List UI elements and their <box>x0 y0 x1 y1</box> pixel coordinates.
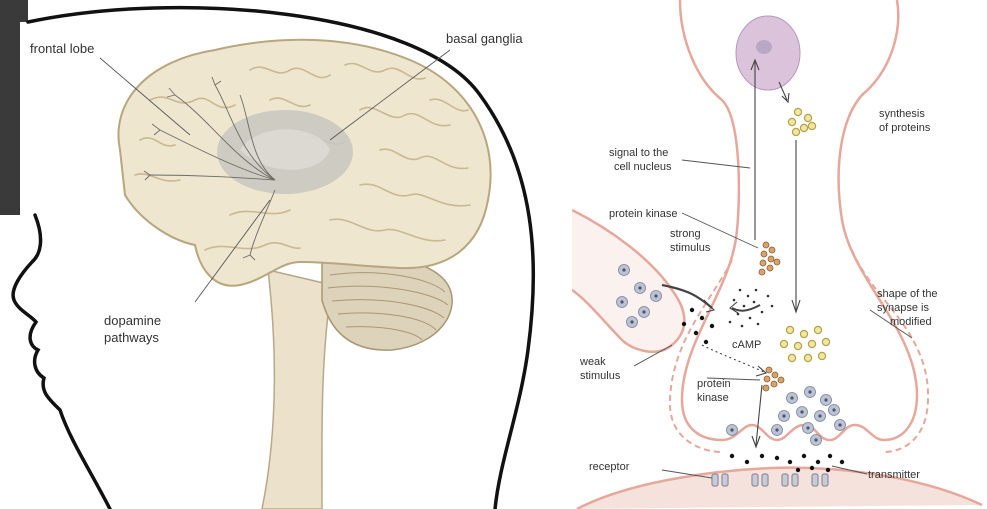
synthesis-label-line1: synthesis <box>879 108 925 120</box>
brain-stem <box>262 270 332 509</box>
postsynaptic-membrane <box>577 468 982 509</box>
shape-label-line2: synapse is <box>877 302 929 314</box>
basal-ganglia-label: basal ganglia <box>446 31 523 46</box>
presynaptic-terminal <box>572 210 684 352</box>
shape-label-line1: shape of the <box>877 288 938 300</box>
protein-kinase-low-line1: protein <box>697 378 731 390</box>
dopamine-label-line1: dopamine <box>104 313 161 328</box>
strong-stimulus-line2: stimulus <box>670 242 711 254</box>
weak-stimulus-line1: weak <box>579 356 606 368</box>
shape-label-line3: modified <box>890 316 932 328</box>
signal-label-line2: cell nucleus <box>614 161 672 173</box>
dopamine-label-line2: pathways <box>104 330 159 345</box>
protein-kinase-low-line2: kinase <box>697 392 729 404</box>
protein-kinase-top-label: protein kinase <box>609 208 678 220</box>
dark-corner-top <box>20 0 28 22</box>
nucleolus <box>756 40 772 54</box>
camp-label: cAMP <box>732 339 761 351</box>
brain-illustration: frontal lobe basal ganglia dopamine path… <box>0 0 565 509</box>
brain-panel: frontal lobe basal ganglia dopamine path… <box>0 0 565 509</box>
synapse-panel: signal to the cell nucleus synthesis of … <box>572 0 987 509</box>
dark-corner <box>0 0 20 215</box>
receptor-label: receptor <box>589 461 630 473</box>
strong-stimulus-line1: strong <box>670 228 701 240</box>
signal-label-line1: signal to the <box>609 147 668 159</box>
frontal-lobe-label: frontal lobe <box>30 41 94 56</box>
synapse-illustration: signal to the cell nucleus synthesis of … <box>572 0 987 509</box>
synthesis-label-line2: of proteins <box>879 122 931 134</box>
weak-stimulus-line2: stimulus <box>580 370 621 382</box>
cerebellum <box>322 256 452 350</box>
transmitter-label: transmitter <box>868 469 920 481</box>
